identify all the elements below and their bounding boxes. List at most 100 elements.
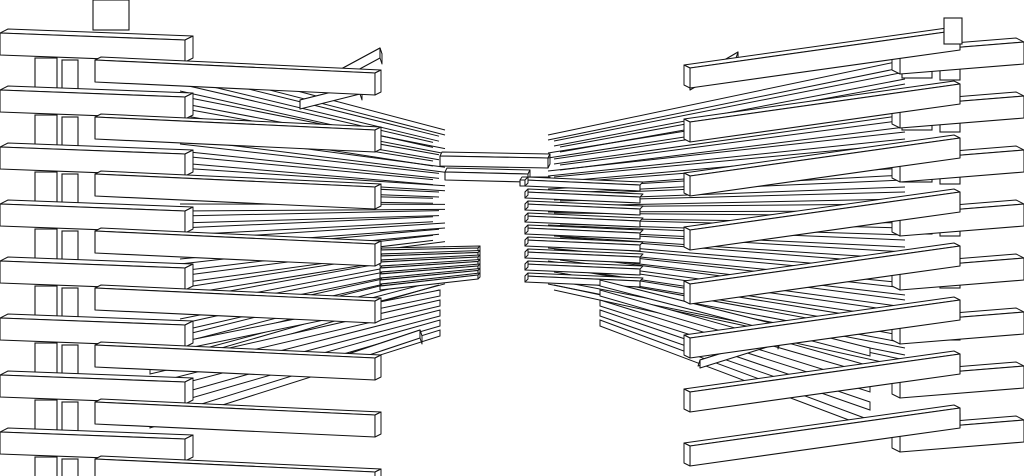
beam-end-face xyxy=(379,47,383,65)
right-cross-beam xyxy=(683,296,961,359)
left-post xyxy=(61,458,79,476)
left-depth-line xyxy=(179,221,434,236)
beam-end-face xyxy=(524,188,529,199)
beam-end-face xyxy=(374,411,382,438)
beam-end-face xyxy=(524,224,529,235)
right-cross-beam xyxy=(683,350,961,413)
left-post xyxy=(61,230,79,262)
left-post xyxy=(61,59,79,91)
left-post xyxy=(61,401,79,433)
beam-end-face xyxy=(184,320,194,348)
right-depth-line xyxy=(547,138,906,177)
right-cross-beam xyxy=(683,134,961,197)
left-top-post xyxy=(92,0,130,31)
left-depth-line xyxy=(179,208,446,212)
right-far-beam xyxy=(524,248,644,264)
right-depth-line xyxy=(553,143,906,178)
right-depth-line xyxy=(547,59,906,136)
left-cross-beam xyxy=(94,227,382,267)
right-depth-line xyxy=(559,126,906,171)
beam-end-face xyxy=(374,69,382,96)
beam-end-face xyxy=(477,272,481,280)
left-main-beam xyxy=(0,256,194,291)
left-main-beam xyxy=(0,28,194,63)
right-cross-beam xyxy=(683,242,961,305)
right-depth-line xyxy=(559,119,906,166)
left-main-beam xyxy=(0,199,194,234)
right-depth-line xyxy=(553,114,906,165)
beam-end-face xyxy=(184,434,194,462)
left-cross-beam xyxy=(94,398,382,438)
beam-end-face xyxy=(374,183,382,210)
beam-end-face xyxy=(184,263,194,291)
beam-end-face xyxy=(524,272,529,283)
beam-end-face xyxy=(374,297,382,324)
beam-end-face xyxy=(683,334,691,359)
beam-end-face xyxy=(683,172,691,197)
left-depth-line xyxy=(179,143,440,174)
beam-end-face xyxy=(683,226,691,251)
left-cross-beam xyxy=(94,170,382,210)
beam-end-face xyxy=(524,212,529,223)
left-depth-line xyxy=(179,167,446,187)
right-far-beam xyxy=(524,272,644,288)
right-far-beam xyxy=(524,212,644,228)
right-far-beam xyxy=(524,224,644,240)
right-depth-line xyxy=(547,66,906,141)
beam-end-face xyxy=(184,206,194,234)
left-depth-line xyxy=(179,162,434,186)
beam-end-face xyxy=(683,388,691,413)
left-depth-line xyxy=(179,95,446,150)
beam-end-face xyxy=(419,329,423,345)
left-cross-beam xyxy=(94,341,382,381)
right-far-beam xyxy=(524,260,644,276)
bridge-beam xyxy=(444,167,531,183)
left-main-beam xyxy=(0,85,194,120)
right-top-post xyxy=(943,17,963,45)
left-depth-line xyxy=(179,215,440,224)
left-cross-beam xyxy=(94,56,382,96)
right-timber-stack xyxy=(524,17,1024,467)
right-depth-line xyxy=(547,131,906,172)
right-far-beam xyxy=(524,200,644,216)
beam-end-face xyxy=(683,442,691,467)
right-far-beam xyxy=(524,176,644,192)
left-post xyxy=(61,116,79,148)
left-post xyxy=(61,173,79,205)
beam-end-face xyxy=(184,35,194,63)
beam-front-face xyxy=(444,171,529,183)
beam-end-face xyxy=(524,176,529,187)
left-post xyxy=(61,344,79,376)
beam-end-face xyxy=(524,200,529,211)
left-post xyxy=(34,456,58,476)
left-main-beam xyxy=(0,427,194,462)
left-depth-line xyxy=(179,83,434,143)
left-main-beam xyxy=(0,142,194,177)
beam-end-face xyxy=(683,64,691,89)
left-depth-line xyxy=(179,155,434,181)
right-cross-beam xyxy=(683,404,961,467)
right-depth-line xyxy=(553,235,906,260)
left-cross-beam xyxy=(94,113,382,153)
beam-front-face xyxy=(439,155,549,169)
left-depth-line xyxy=(179,78,440,142)
left-depth-line xyxy=(179,210,440,217)
left-far-beam xyxy=(379,272,481,291)
left-timber-stack xyxy=(0,0,481,476)
beam-end-face xyxy=(184,149,194,177)
beam-end-face xyxy=(184,92,194,120)
beam-end-face xyxy=(374,126,382,153)
left-depth-line xyxy=(179,216,434,229)
left-depth-line xyxy=(179,150,440,179)
beam-end-face xyxy=(184,377,194,405)
right-cross-beam xyxy=(683,80,961,143)
beam-end-face xyxy=(374,354,382,381)
beam-end-face xyxy=(374,240,382,267)
left-main-beam xyxy=(0,370,194,405)
beam-end-face xyxy=(524,260,529,271)
bridge-beam xyxy=(439,151,551,169)
beam-front-face xyxy=(94,458,376,476)
beam-end-face xyxy=(683,118,691,143)
